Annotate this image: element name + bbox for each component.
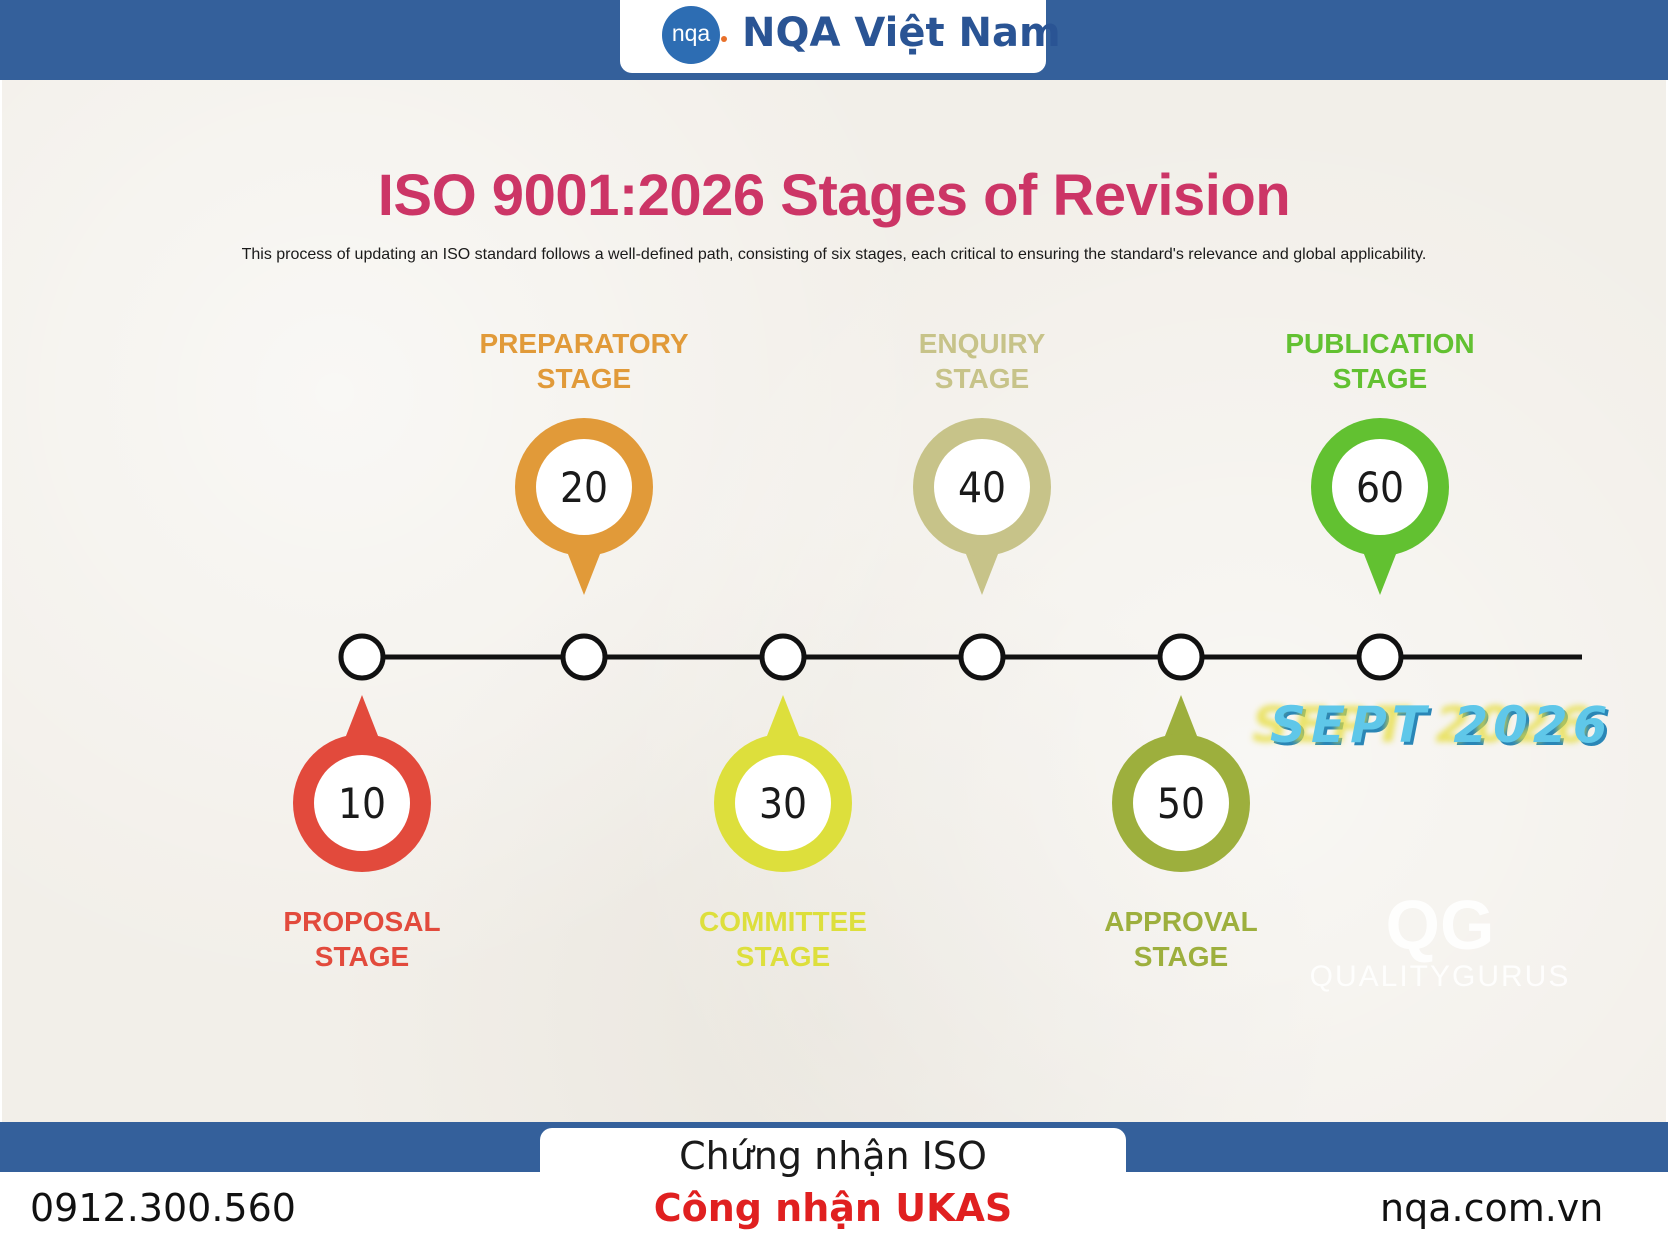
qualitygurus-watermark: QG QUALITYGURUS [1290, 890, 1590, 1010]
stage-30-timeline-node [759, 633, 807, 681]
logo-text: nqa [671, 20, 711, 46]
logo-dot-icon [721, 36, 727, 42]
stage-40-number: 40 [958, 463, 1006, 512]
stage-40-label-line2: STAGE [934, 363, 1030, 394]
stage-40-label-line1: ENQUIRY [918, 328, 1046, 359]
page-subtitle: This process of updating an ISO standard… [241, 246, 1427, 263]
stage-20-label: PREPARATORY STAGE [454, 326, 714, 396]
stage-30-label-line2: STAGE [735, 941, 831, 972]
stage-60-label-line2: STAGE [1332, 363, 1428, 394]
qg-logo-icon: QG [1385, 886, 1495, 964]
stage-20-pin-pointer [566, 549, 602, 595]
stage-10-pin-center [314, 755, 410, 851]
stage-10-pin-icon: 10 [293, 695, 431, 872]
stage-50-pin-pointer [1163, 695, 1199, 741]
nqa-logo-icon: nqa [662, 6, 720, 64]
stage-50-label-line2: STAGE [1133, 941, 1229, 972]
stage-20-timeline-node [560, 633, 608, 681]
brand-name: NQA Việt Nam [742, 10, 1061, 56]
stage-10-timeline-node [338, 633, 386, 681]
stage-30-pin-center [735, 755, 831, 851]
stage-50-pin-center [1133, 755, 1229, 851]
stage-10-pin-pointer [344, 695, 380, 741]
stage-30-pin-pointer [765, 695, 801, 741]
stage-50-timeline-node [1157, 633, 1205, 681]
stage-50-number: 50 [1157, 779, 1205, 828]
watermark-text: QUALITYGURUS [1309, 960, 1571, 993]
stage-40-pin-icon: 40 [913, 418, 1051, 595]
stage-10-label-line1: PROPOSAL [283, 906, 441, 937]
stage-60-timeline-node [1356, 633, 1404, 681]
stage-30-label: COMMITTEE STAGE [653, 904, 913, 974]
stage-10-label: PROPOSAL STAGE [232, 904, 492, 974]
stage-40-pin-pointer [964, 549, 1000, 595]
stage-20-label-line1: PREPARATORY [479, 328, 689, 359]
stage-20-number: 20 [560, 463, 608, 512]
stage-40-timeline-node [958, 633, 1006, 681]
stage-60-label: PUBLICATION STAGE [1250, 326, 1510, 396]
ukas-line: Công nhận UKAS [653, 1186, 1013, 1230]
stage-60-pin-icon: 60 [1311, 418, 1449, 595]
stage-30-number: 30 [759, 779, 807, 828]
stage-20-pin-center [536, 439, 632, 535]
stage-60-pin-center [1332, 439, 1428, 535]
website-link[interactable]: nqa.com.vn [1380, 1186, 1604, 1230]
publication-date: SEPT 2026 [1270, 696, 1613, 754]
stage-10-number: 10 [338, 779, 386, 828]
stage-30-label-line1: COMMITTEE [699, 906, 867, 937]
stage-30-pin-icon: 30 [714, 695, 852, 872]
stage-60-label-line1: PUBLICATION [1285, 328, 1475, 359]
stage-20-pin-icon: 20 [515, 418, 653, 595]
stage-40-pin-center [934, 439, 1030, 535]
stage-60-pin-pointer [1362, 549, 1398, 595]
stage-50-label: APPROVAL STAGE [1051, 904, 1311, 974]
page-title: ISO 9001:2026 Stages of Revision [377, 163, 1291, 228]
brand-logo[interactable]: nqa NQA Việt Nam [620, 0, 1061, 73]
stage-50-pin-icon: 50 [1112, 695, 1250, 872]
phone-number[interactable]: 0912.300.560 [30, 1186, 296, 1230]
stage-50-label-line1: APPROVAL [1104, 906, 1258, 937]
stage-20-label-line2: STAGE [536, 363, 632, 394]
stage-60-number: 60 [1356, 463, 1404, 512]
cert-line: Chứng nhận ISO [679, 1134, 987, 1178]
stage-10-label-line2: STAGE [314, 941, 410, 972]
footer-tab [540, 1128, 1126, 1246]
infographic-background [2, 80, 1666, 1122]
stage-40-label: ENQUIRY STAGE [852, 326, 1112, 396]
